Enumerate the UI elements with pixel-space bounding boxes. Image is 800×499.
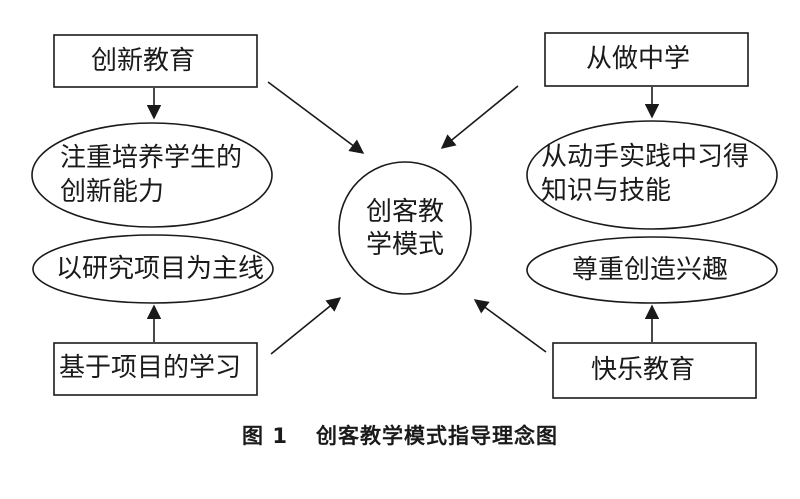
arrow-top-left-to-center [267, 81, 365, 154]
left-top-ellipse-line-2: 创新能力 [60, 177, 165, 207]
right-bottom-box-label: 快乐教育 [591, 355, 696, 385]
left-bottom-box [53, 342, 258, 396]
right-top-ellipse-line-2: 知识与技能 [541, 176, 672, 206]
center-label-line-2: 学模式 [366, 230, 445, 260]
arrow-top-right-to-center [440, 85, 519, 149]
arrow-bottom-left-to-center [270, 297, 342, 355]
right-top-ellipse [526, 120, 778, 230]
right-bottom-ellipse [526, 236, 778, 304]
figure-caption: 图 1 创客教学模式指导理念图 [0, 420, 800, 450]
left-bottom-box-label: 基于项目的学习 [59, 353, 242, 383]
left-top-box-label: 创新教育 [91, 46, 196, 76]
right-bottom-box [552, 342, 757, 399]
right-bottom-ellipse-label: 尊重创造兴趣 [572, 255, 729, 285]
figure-title: 创客教学模式指导理念图 [315, 424, 558, 448]
left-top-ellipse [31, 122, 273, 228]
center-label-line-1: 创客教 [366, 197, 445, 227]
right-top-box [544, 32, 749, 87]
right-top-box-label: 从做中学 [586, 44, 691, 74]
left-top-ellipse-line-1: 注重培养学生的 [60, 143, 243, 173]
left-bottom-ellipse-label: 以研究项目为主线 [56, 254, 265, 284]
right-top-ellipse-line-1: 从动手实践中习得 [541, 142, 750, 172]
center-circle [338, 161, 472, 295]
left-top-box [53, 34, 258, 88]
left-bottom-ellipse [32, 234, 274, 304]
figure-number: 图 1 [242, 424, 288, 448]
arrow-bottom-right-to-center [473, 299, 547, 353]
